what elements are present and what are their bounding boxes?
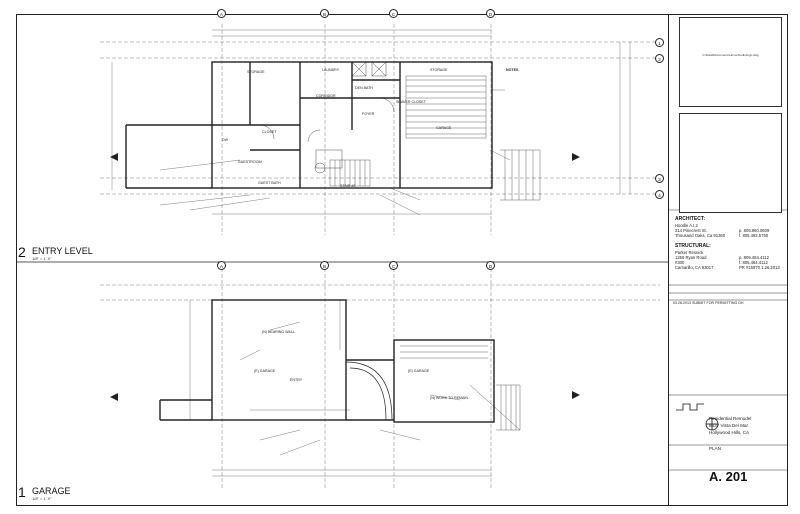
grid-bubble-c: C <box>389 261 398 270</box>
grid-bubble-4: 4 <box>655 190 664 199</box>
sheet-title: PLAN <box>709 446 722 451</box>
structural-line: #300 <box>675 260 685 265</box>
room-label: FOYER <box>362 112 375 116</box>
room-label: STORAGE <box>430 68 448 72</box>
grid-bubble-a: A <box>217 261 226 270</box>
architect-line: 314 Pinecrest St. <box>675 228 707 233</box>
room-label: (E) GARAGE <box>408 369 430 373</box>
structural-phone: f. 805.484.4112 <box>739 260 768 265</box>
room-label: (E) GARAGE <box>254 369 276 373</box>
file-path-text: C:\Data\Documents\HomeStudio\logo.dwg <box>702 53 759 58</box>
grid-bubble-a: A <box>217 9 226 18</box>
grid-bubble-2: 2 <box>655 54 664 63</box>
grid-bubble-d: D <box>486 261 495 270</box>
project-address: 8337 Vista Del Mar <box>709 423 748 428</box>
grid-bubble-b: B <box>320 9 329 18</box>
project-address: Hollywood Hills, CA <box>709 430 750 435</box>
architect-heading: ARCHITECT: <box>675 216 705 222</box>
view-number: 2 <box>18 244 26 260</box>
structural-line: Parker Resnick <box>675 250 704 255</box>
room-label: (N) WORK TO REMAIN <box>430 396 469 400</box>
room-label: LAUNDRY <box>322 68 340 72</box>
grid-bubble-b: B <box>320 261 329 270</box>
room-label: (N) BEARING WALL <box>262 330 295 334</box>
room-label: DW <box>222 138 228 142</box>
view-scale: 1/8" = 1'-0" <box>32 496 52 501</box>
room-label: GUESTROOM <box>238 160 262 164</box>
room-label: GUEST BATH <box>258 181 281 185</box>
architect-line: Hoodle A.I.2 <box>675 223 698 228</box>
project-name: Residential Remodel <box>709 416 752 421</box>
title-block: C:\Data\Documents\HomeStudio\logo.dwg AR… <box>668 14 788 506</box>
structural-phone: p. 805.484.4112 <box>739 255 769 260</box>
architect-phone: f. 805.492.5750 <box>739 233 769 238</box>
structural-line: Camarillo, CA 93017 <box>675 265 714 270</box>
room-label: CORRIDOR <box>316 94 336 98</box>
room-label: DEN BATH <box>355 86 373 90</box>
structural-phone: PR #15970 1.26.2013 <box>739 265 780 270</box>
view-title: ENTRY LEVEL <box>32 246 93 256</box>
architect-phone: p. 805.960.0609 <box>739 228 770 233</box>
room-label: STAIR #2 <box>340 184 356 188</box>
grid-bubble-d: D <box>486 9 495 18</box>
room-label: ENTRY <box>290 378 303 382</box>
room-label: GARAGE <box>436 126 452 130</box>
structural-line: 1259 Ryan Road <box>675 255 707 260</box>
view-title: GARAGE <box>32 486 71 496</box>
stamp-box: C:\Data\Documents\HomeStudio\logo.dwg <box>679 17 782 107</box>
grid-bubble-1: 1 <box>655 38 664 47</box>
issue-row: 03.26.2013 SUBMIT FOR PERMITTING DH <box>673 301 744 305</box>
grid-bubble-3: 3 <box>655 174 664 183</box>
sheet-border <box>16 14 788 506</box>
room-label: SHAVER CLOSET <box>396 100 426 104</box>
view-scale: 1/8" = 1'-0" <box>32 256 52 261</box>
structural-heading: STRUCTURAL: <box>675 243 711 249</box>
architect-line: Thousand Oaks, Ca 91360 <box>675 233 726 238</box>
seal-box <box>679 113 782 213</box>
room-label: CLOSET <box>262 130 277 134</box>
room-label: STORAGE <box>247 70 265 74</box>
grid-bubble-c: C <box>389 9 398 18</box>
sheet-number: A. 201 <box>709 469 748 484</box>
notes-heading: NOTES <box>506 68 519 72</box>
view-number: 1 <box>18 484 26 500</box>
